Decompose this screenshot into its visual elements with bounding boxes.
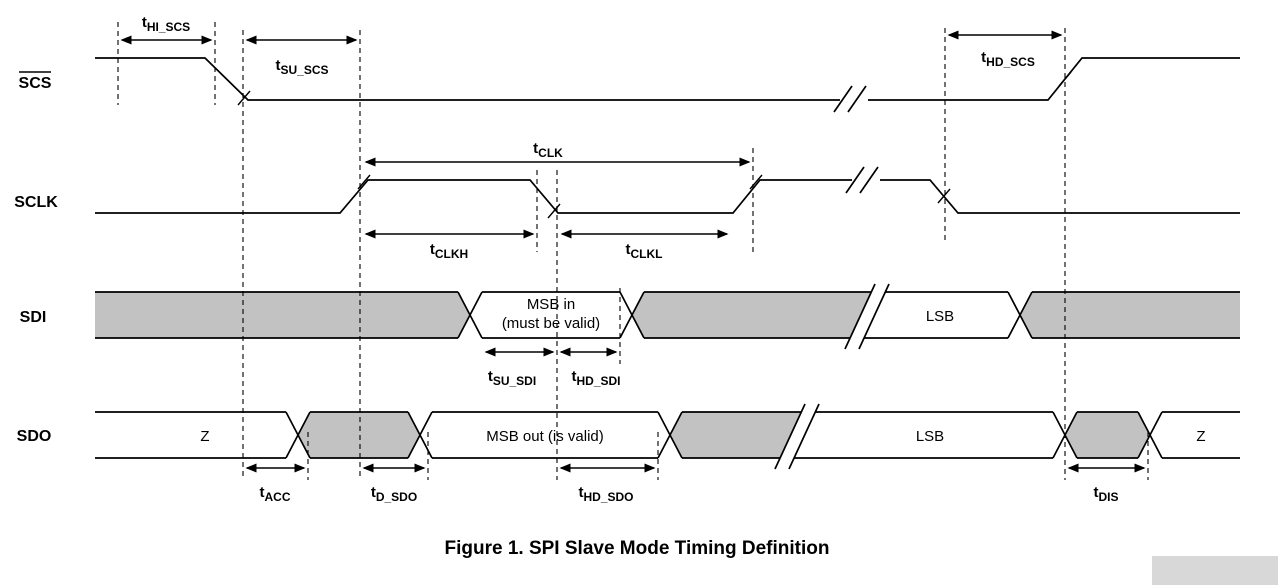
sdo-waveform xyxy=(95,403,1240,470)
sdi-lsb-label: LSB xyxy=(926,308,954,325)
sdo-z-right-label: Z xyxy=(1196,428,1205,445)
break-mark xyxy=(833,85,867,113)
dashed-guides xyxy=(117,22,1149,480)
label-t-hd-sdo: tHD_SDO xyxy=(578,484,633,504)
label-t-clk: tCLK xyxy=(533,140,563,160)
sdo-msb-out-label: MSB out (is valid) xyxy=(486,428,604,445)
dont-care-region xyxy=(1065,412,1150,458)
break-mark xyxy=(844,283,890,350)
scs-waveform xyxy=(95,57,1240,113)
sdi-dont-care-regions xyxy=(95,292,1240,338)
sdi-waveform xyxy=(95,283,1240,350)
timing-arrows xyxy=(120,30,1146,473)
sdo-z-left-label: Z xyxy=(200,428,209,445)
edge-tick xyxy=(749,174,763,190)
edge-tick xyxy=(1058,71,1072,87)
timing-parameter-labels: tHI_SCS tSU_SCS tHD_SCS tCLK tCLKH tCLKL… xyxy=(142,14,1119,504)
figure-caption: Figure 1. SPI Slave Mode Timing Definiti… xyxy=(445,538,830,559)
dont-care-region xyxy=(670,412,801,458)
sdi-crossovers xyxy=(457,291,1033,339)
label-t-hi-scs: tHI_SCS xyxy=(142,14,190,34)
edge-tick xyxy=(937,188,951,204)
label-t-su-sdi: tSU_SDI xyxy=(488,368,536,388)
label-t-clkh: tCLKH xyxy=(430,241,468,261)
label-t-su-scs: tSU_SCS xyxy=(275,57,328,77)
label-t-d-sdo: tD_SDO xyxy=(371,484,417,504)
scs-trace xyxy=(95,57,1240,101)
signal-label-sdi: SDI xyxy=(20,309,47,326)
dont-care-region xyxy=(298,412,420,458)
edge-tick xyxy=(237,90,251,106)
sdi-msb-label-line1: MSB in xyxy=(527,296,575,313)
edge-tick xyxy=(357,174,371,190)
dont-care-region xyxy=(1020,292,1240,338)
signal-label-sdo: SDO xyxy=(17,428,52,445)
label-t-acc: tACC xyxy=(260,484,291,504)
sdo-dont-care-regions xyxy=(298,412,1150,458)
break-mark xyxy=(774,403,820,470)
sdo-crossovers xyxy=(285,411,1163,459)
edge-tick xyxy=(547,203,561,219)
sdi-msb-label-line2: (must be valid) xyxy=(502,315,600,332)
sdo-lsb-label: LSB xyxy=(916,428,944,445)
break-mark xyxy=(845,166,879,194)
corner-artifact xyxy=(1152,556,1278,585)
sclk-waveform xyxy=(95,166,1240,219)
bus-data-labels: MSB in (must be valid) LSB Z MSB out (is… xyxy=(200,296,1205,445)
signal-label-sclk: SCLK xyxy=(14,194,58,211)
dont-care-region xyxy=(95,292,470,338)
signal-labels: SCS SCLK SDI SDO xyxy=(14,71,58,445)
dont-care-region xyxy=(632,292,871,338)
label-t-hd-sdi: tHD_SDI xyxy=(571,368,620,388)
signal-label-scs: SCS xyxy=(19,75,52,92)
sclk-trace xyxy=(95,179,1240,214)
label-t-dis: tDIS xyxy=(1093,484,1118,504)
label-t-hd-scs: tHD_SCS xyxy=(981,49,1035,69)
label-t-clkl: tCLKL xyxy=(626,241,663,261)
